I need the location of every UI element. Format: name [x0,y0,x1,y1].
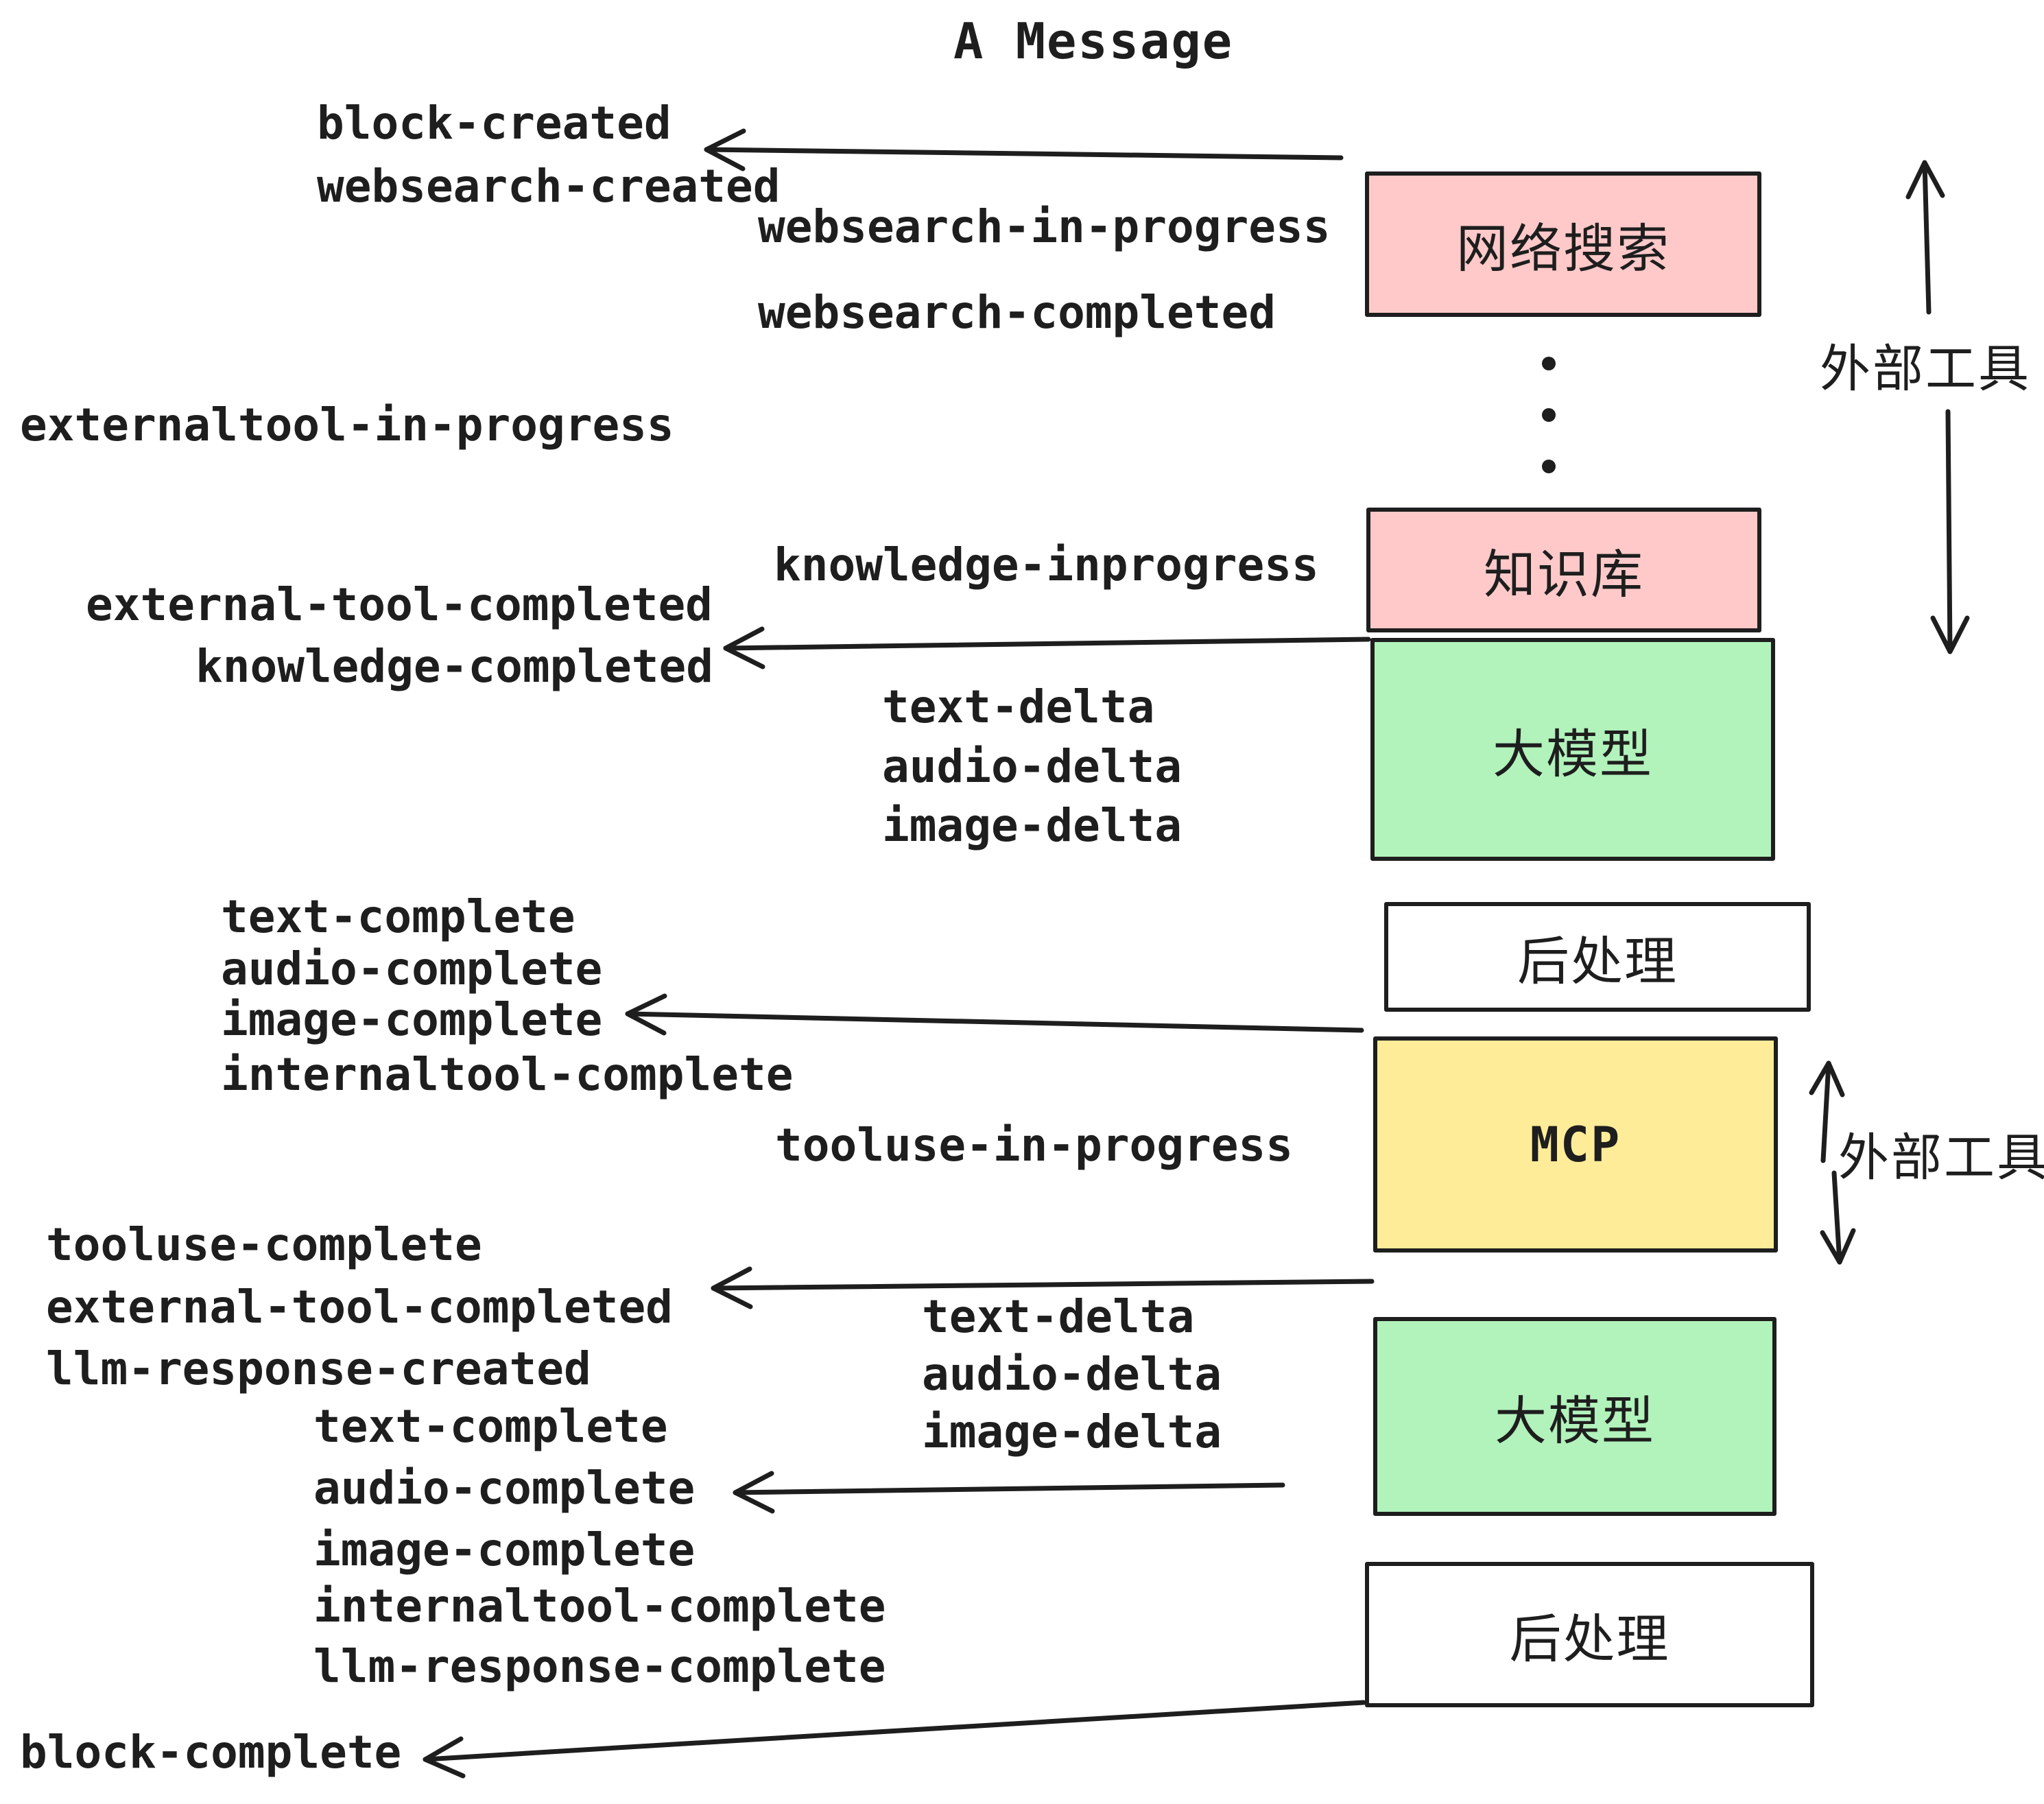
arrow-to-knowledge-completed [723,626,1371,669]
event-label-audio-complete-2: audio-complete [313,1462,696,1515]
event-label-websearch-in-progress: websearch-in-progress [758,200,1331,253]
stage-label-llm-1: 大模型 [1493,723,1653,785]
event-label-knowledge-completed: knowledge-completed [195,640,713,693]
stage-label-websearch: 网络搜索 [1456,218,1670,279]
event-label-llm-response-created: llm-response-created [46,1342,591,1395]
event-label-externaltool-in-progress: externaltool-in-progress [20,399,674,451]
event-label-llm-response-complete: llm-response-complete [313,1640,886,1693]
event-label-tooluse-complete: tooluse-complete [46,1218,482,1271]
event-label-text-complete-1: text-complete [221,890,575,943]
arrow-to-block-complete [423,1700,1366,1779]
event-label-image-delta-2: image-delta [922,1405,1222,1458]
stage-label-llm-2: 大模型 [1495,1390,1655,1451]
stage-box-mcp: MCP [1373,1036,1778,1253]
event-label-websearch-completed: websearch-completed [758,286,1276,339]
event-label-external-tool-completed-1: external-tool-completed [86,578,713,631]
event-label-audio-complete-1: audio-complete [221,942,603,995]
event-label-internaltool-complete-1: internaltool-complete [221,1048,794,1101]
event-label-image-complete-2: image-complete [313,1523,696,1576]
side-note-external-tools-top: 外部工具 [1820,340,2031,399]
side-note-external-tools-mid: 外部工具 [1838,1128,2044,1187]
external-tools-mid-up-arrow [1809,1060,1845,1163]
event-label-audio-delta-1: audio-delta [882,740,1183,793]
event-label-image-complete-1: image-complete [221,993,603,1046]
stage-box-postprocess-1: 后处理 [1384,902,1811,1012]
event-label-image-delta-1: image-delta [882,799,1183,852]
arrow-to-block-created [704,128,1344,171]
external-tools-mid-down-arrow [1820,1170,1856,1265]
event-label-tooluse-in-progress: tooluse-in-progress [775,1119,1293,1172]
external-tools-top-up-arrow [1905,160,1945,315]
event-label-block-created: block-created [317,97,672,150]
page-title: A Message [953,12,1234,70]
event-label-text-delta-1: text-delta [882,680,1155,733]
stage-box-knowledge: 知识库 [1366,508,1761,632]
arrow-to-image-complete [625,993,1364,1036]
stage-label-knowledge: 知识库 [1484,544,1644,605]
stage-label-postprocess-1: 后处理 [1517,931,1678,992]
stage-box-postprocess-2: 后处理 [1365,1562,1814,1707]
event-label-websearch-created: websearch-created [317,160,781,213]
stage-box-websearch: 网络搜索 [1365,171,1761,317]
event-label-block-complete: block-complete [20,1726,402,1779]
event-label-knowledge-inprogress: knowledge-inprogress [774,538,1319,591]
stage-box-llm-2: 大模型 [1373,1317,1776,1516]
external-tools-top-down-arrow [1930,409,1970,654]
arrow-to-audio-complete [733,1471,1285,1514]
stage-label-postprocess-2: 后处理 [1509,1609,1670,1670]
event-label-external-tool-completed-2: external-tool-completed [46,1281,673,1333]
ellipsis-dots [1542,357,1556,473]
stage-box-llm-1: 大模型 [1370,638,1775,861]
event-label-text-complete-2: text-complete [313,1400,668,1453]
stage-label-mcp: MCP [1530,1116,1621,1173]
event-label-audio-delta-2: audio-delta [922,1348,1222,1401]
arrow-to-tooluse-complete [711,1266,1375,1309]
event-label-text-delta-2: text-delta [922,1290,1195,1343]
event-label-internaltool-complete-2: internaltool-complete [313,1580,886,1633]
